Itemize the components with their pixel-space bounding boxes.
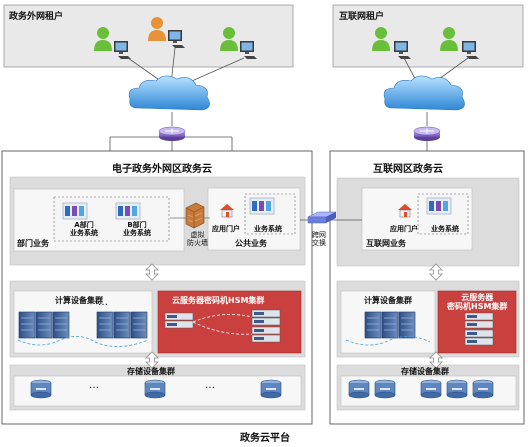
dept-b-label: B部门业务系统 bbox=[123, 221, 151, 237]
dept-business-label: 部门业务 bbox=[17, 239, 49, 248]
cloud-icon bbox=[383, 75, 465, 111]
internet-storage-title: 存储设备集群 bbox=[401, 367, 449, 376]
dept-a-label: A部门业务系统 bbox=[70, 221, 98, 237]
router-icon bbox=[158, 126, 186, 141]
gov-compute-title: 计算设备集群 bbox=[55, 296, 103, 305]
storage-disk-icon bbox=[260, 379, 282, 399]
platform-title: 政务云平台 bbox=[240, 433, 290, 444]
cloud-icon bbox=[128, 75, 210, 111]
system-icon bbox=[115, 202, 141, 220]
server-icon bbox=[113, 311, 131, 339]
gov-storage-title: 存储设备集群 bbox=[127, 367, 175, 376]
switch-label: 跨网交换 bbox=[312, 231, 326, 247]
gov-storage-ellipsis-2: … bbox=[205, 380, 215, 391]
server-icon bbox=[96, 311, 114, 339]
storage-disk-icon bbox=[374, 379, 396, 399]
internet-hsm-title: 云服务器密码机HSM集群 bbox=[447, 293, 508, 311]
internet-portal-label: 应用门户 bbox=[390, 225, 418, 233]
gov-storage-ellipsis-1: … bbox=[89, 380, 99, 391]
gov-hsm-title: 云服务器密码机HSM集群 bbox=[172, 296, 265, 305]
storage-disk-icon bbox=[446, 379, 468, 399]
switch-icon bbox=[307, 211, 337, 224]
internet-cloud-title: 互联网区政务云 bbox=[373, 164, 443, 175]
storage-disk-icon bbox=[144, 379, 166, 399]
server-icon bbox=[18, 311, 36, 339]
system-icon bbox=[249, 197, 275, 215]
public-system-label: 业务系统 bbox=[254, 225, 282, 233]
internet-tenant-box bbox=[332, 4, 524, 68]
internet-system-label: 业务系统 bbox=[431, 225, 459, 233]
gov-cloud-title: 电子政务外网区政务云 bbox=[112, 164, 212, 175]
server-icon bbox=[364, 311, 382, 339]
storage-disk-icon bbox=[472, 379, 494, 399]
public-business-label: 公共业务 bbox=[235, 239, 267, 248]
server-icon bbox=[52, 311, 70, 339]
system-icon bbox=[62, 202, 88, 220]
server-icon bbox=[130, 311, 148, 339]
system-icon bbox=[426, 197, 452, 215]
gov-compute-ellipsis: … bbox=[98, 297, 108, 308]
storage-disk-icon bbox=[420, 379, 442, 399]
internet-business-label: 互联网业务 bbox=[366, 239, 406, 248]
internet-compute-title: 计算设备集群 bbox=[364, 296, 412, 305]
storage-disk-icon bbox=[30, 379, 52, 399]
server-icon bbox=[398, 311, 416, 339]
gov-tenant-title: 政务外网租户 bbox=[9, 12, 64, 22]
server-icon bbox=[35, 311, 53, 339]
firewall-icon bbox=[185, 202, 205, 229]
server-icon bbox=[381, 311, 399, 339]
internet-tenant-title: 互联网租户 bbox=[339, 12, 385, 22]
router-icon bbox=[413, 126, 441, 141]
storage-disk-icon bbox=[348, 379, 370, 399]
firewall-label: 虚拟防火墙 bbox=[187, 231, 208, 247]
gov-portal-label: 应用门户 bbox=[212, 225, 240, 233]
